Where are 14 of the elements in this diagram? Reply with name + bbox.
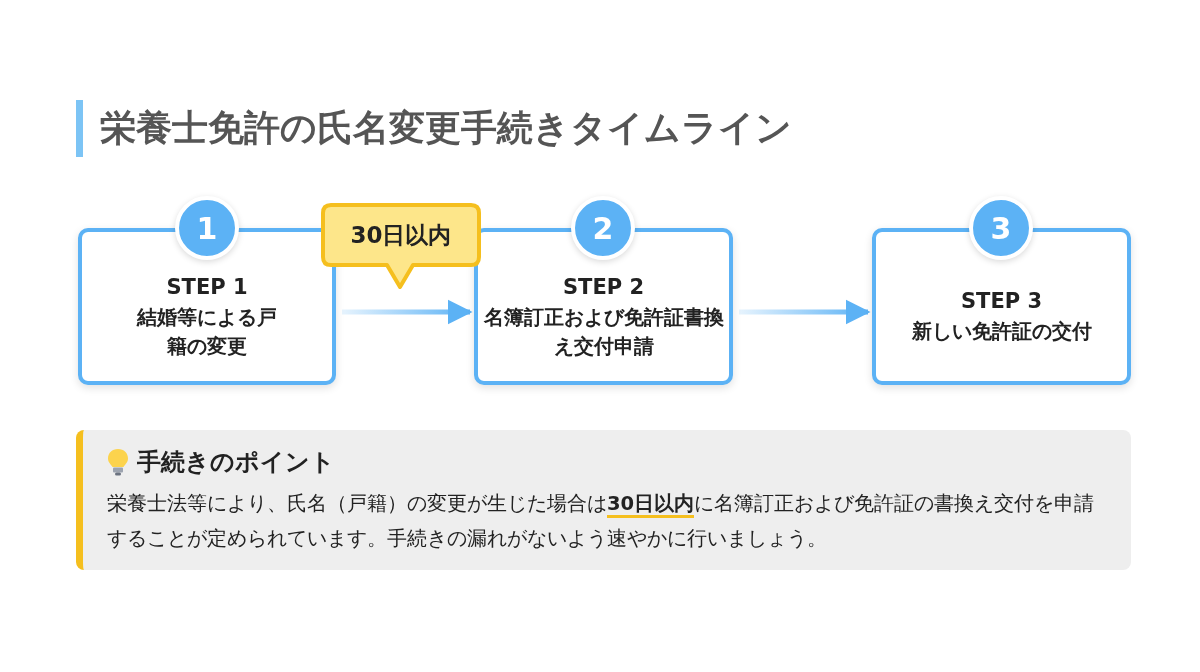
- callout-bubble: [321, 203, 481, 289]
- arrow: [739, 299, 871, 325]
- callout-text: 30日以内: [349, 220, 453, 250]
- step-title: STEP 3: [960, 289, 1043, 313]
- step-title: STEP 1: [166, 274, 248, 299]
- note-heading: 手続きのポイント: [137, 447, 335, 478]
- step-description: 新しい免許証の交付: [911, 318, 1092, 345]
- arrow: [342, 299, 473, 325]
- step-title: STEP 2: [562, 274, 645, 299]
- step-description: 結婚等による戸籍の変更: [137, 303, 277, 360]
- step-description: 名簿訂正および免許証書換え交付申請: [482, 303, 725, 360]
- note-panel: [76, 430, 1131, 570]
- note-text: 栄養士法等により、氏名（戸籍）の変更が生じた場合は30日以内に名簿訂正および免許証の書換え交付を申請することが定められています。手続きの漏れがないよう速やかに行いましょう。: [107, 491, 1096, 552]
- title: 栄養士免許の氏名変更手続きタイムライン: [100, 106, 792, 150]
